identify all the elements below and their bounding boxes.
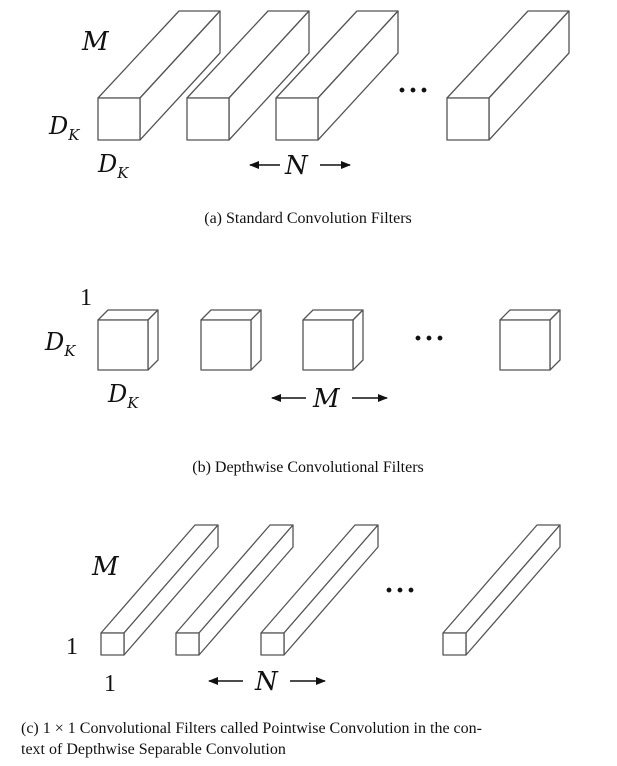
ellipsis-a: ··· — [397, 74, 430, 107]
filter-c1 — [100, 524, 219, 656]
width-label-b: DK — [107, 380, 139, 412]
filter-a4 — [446, 10, 570, 141]
filter-b1 — [97, 309, 159, 371]
caption-c-line1: (c) 1 × 1 Convolutional Filters called P… — [21, 720, 482, 737]
filter-a3 — [275, 10, 399, 141]
count-label-a: N — [284, 151, 309, 181]
filter-c3 — [260, 524, 379, 656]
height-label-a: DK — [48, 112, 80, 144]
filter-a2 — [186, 10, 310, 141]
ellipsis-b: ··· — [413, 322, 446, 355]
caption-c-line2: text of Depthwise Separable Convolution — [21, 741, 286, 758]
width-label-a: DK — [97, 150, 129, 182]
filter-c2 — [175, 524, 294, 656]
depth-label-a: M — [81, 27, 110, 57]
filter-a1 — [97, 10, 221, 141]
width-label-c: 1 — [104, 671, 116, 697]
panel-a: M DK DK N ··· (a) Standard Convolution F… — [48, 10, 570, 227]
depth-label-c: M — [91, 552, 120, 582]
height-label-b: DK — [44, 328, 76, 360]
caption-b: (b) Depthwise Convolutional Filters — [192, 459, 424, 476]
filter-c4 — [442, 524, 561, 656]
depth-label-b: 1 — [80, 285, 92, 311]
filter-b3 — [302, 309, 364, 371]
count-label-b: M — [312, 384, 341, 414]
caption-a: (a) Standard Convolution Filters — [204, 210, 412, 227]
height-label-c: 1 — [66, 634, 78, 660]
filter-b4 — [499, 309, 561, 371]
filter-b2 — [200, 309, 262, 371]
ellipsis-c: ··· — [384, 574, 417, 607]
count-label-c: N — [254, 667, 279, 697]
panel-c: M 1 1 N ··· (c) 1 × 1 Convolutional Filt… — [21, 524, 561, 758]
panel-b: 1 DK DK M ··· (b) Depthwise Convolutiona… — [44, 285, 561, 476]
